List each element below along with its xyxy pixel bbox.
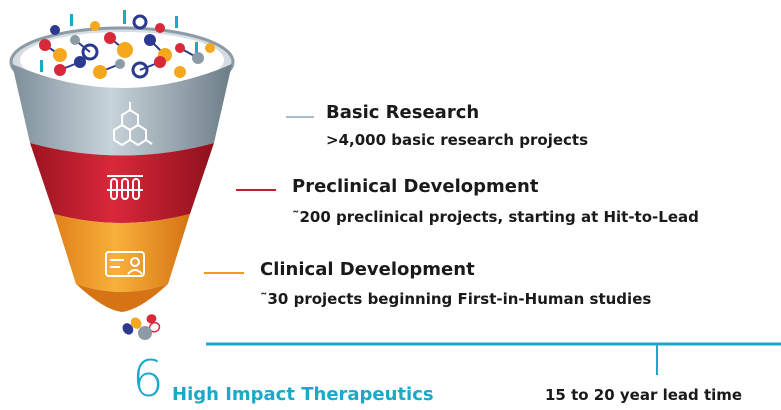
clinical-rule: [204, 272, 244, 274]
preclinical-title: Preclinical Development: [292, 176, 539, 197]
lead-time-label: 15 to 20 year lead time: [545, 386, 743, 404]
therapeutics-label: High Impact Therapeutics: [172, 384, 434, 405]
preclinical-description: ˜200 preclinical projects, starting at H…: [292, 208, 699, 226]
funnel-spout: [76, 284, 168, 312]
funnel-band-basic: [12, 64, 232, 156]
clinical-title: Clinical Development: [260, 259, 475, 280]
test-tubes-icon: [107, 175, 143, 200]
molecules-cloud: [39, 10, 215, 79]
patient-id-card-icon: [105, 251, 145, 277]
basic-research-title: Basic Research: [326, 102, 480, 123]
basic-research-rule: [286, 116, 314, 118]
pills-icon: [122, 314, 161, 340]
clinical-description: ˜30 projects beginning First-in-Human st…: [260, 290, 652, 308]
preclinical-rule: [236, 189, 276, 191]
basic-research-description: >4,000 basic research projects: [326, 131, 589, 149]
hexagon-molecule-icon: [113, 102, 153, 147]
therapeutics-count: 6: [132, 350, 164, 408]
